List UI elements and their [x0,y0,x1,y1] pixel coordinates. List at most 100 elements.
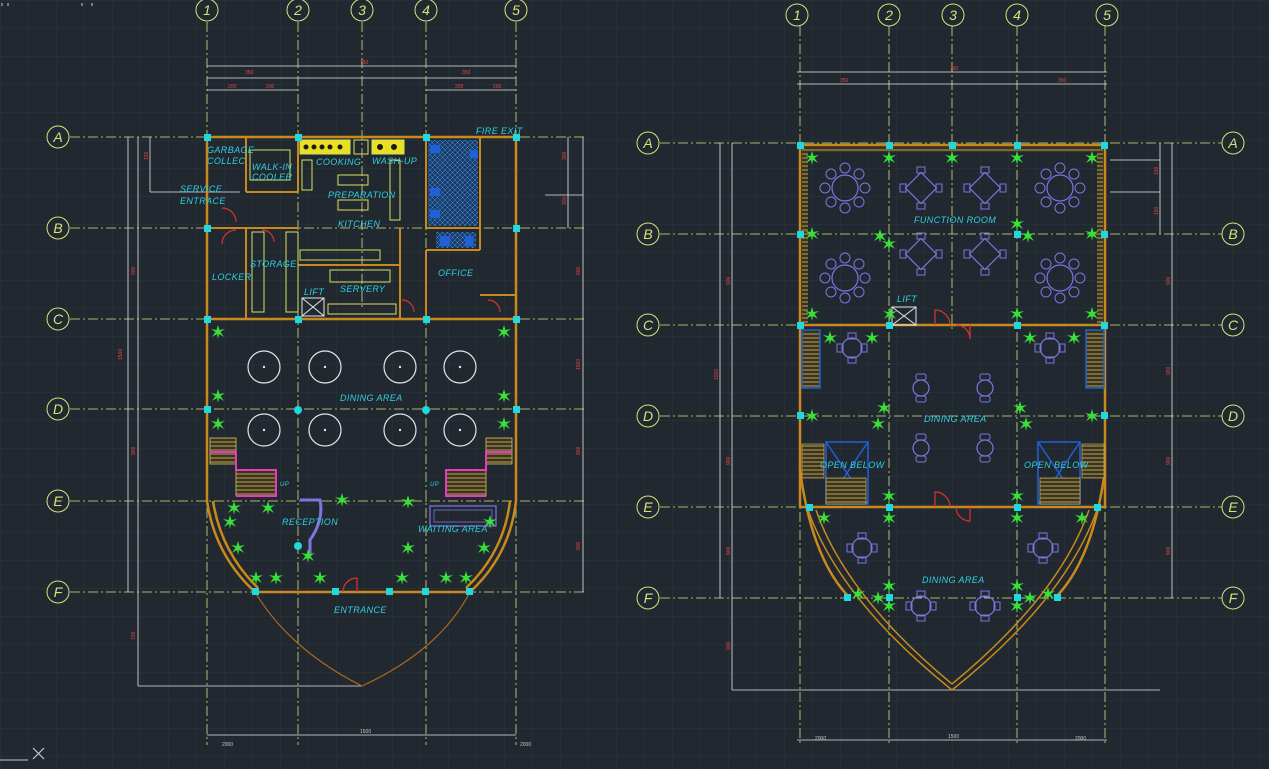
svg-text:900: 900 [576,446,582,455]
reception-desk [300,498,323,556]
svg-text:350: 350 [462,70,471,76]
room-label: OFFICE [438,268,474,278]
stair-label: UP [430,482,439,488]
svg-text:1500: 1500 [576,359,582,370]
column-label: 1 [793,7,801,23]
room-label: SERVERY [340,284,386,294]
svg-text:350: 350 [840,78,849,84]
svg-text:700: 700 [131,631,137,640]
room-label: OPEN BELOW [1024,460,1090,470]
svg-text:750: 750 [950,66,959,72]
column-label: 5 [512,2,520,18]
room-label: WASH-UP [372,156,417,166]
column-label: 3 [949,7,957,23]
svg-text:750: 750 [360,60,369,66]
lift-shaft [301,297,325,317]
row-bubbles: A B C D E F [46,125,70,604]
counters [249,139,405,315]
room-label: FUNCTION ROOM [914,215,996,225]
svg-text:2000: 2000 [520,742,531,748]
row-label: E [643,499,653,515]
row-label: A [52,129,62,145]
svg-text:200: 200 [266,84,275,90]
room-label: KITCHEN [338,219,380,229]
svg-text:150: 150 [144,151,150,160]
room-label: DINING AREA [924,414,987,424]
svg-text:200: 200 [228,84,237,90]
row-label: D [643,408,653,424]
row-label: A [642,135,652,151]
row-label: E [53,493,63,509]
row-label: F [1229,590,1239,606]
stair-label: UP [280,482,289,488]
column-label: 3 [358,2,366,18]
svg-text:200: 200 [493,84,502,90]
room-label: WAITING AREA [418,524,488,534]
svg-text:1500: 1500 [714,369,720,380]
room-label: RECEPTION [282,517,338,527]
ucs-icon [0,747,45,761]
row-label: D [1228,408,1238,424]
structural-columns [204,134,520,595]
svg-text:900: 900 [576,266,582,275]
row-label: D [53,401,63,417]
right-floor-plan: 1 2 3 4 5 A B C D E F A B [636,3,1245,745]
room-label: COLLEC [207,156,246,166]
svg-text:2000: 2000 [222,742,233,748]
svg-text:900: 900 [1166,546,1172,555]
svg-text:1500: 1500 [118,349,124,360]
waiting-sofa [429,505,497,527]
room-label: LIFT [304,287,325,297]
svg-text:900: 900 [576,541,582,550]
column-label: 2 [293,2,302,18]
kitchen-walls [207,137,516,319]
room-label: LOCKER [212,272,252,282]
row-label: A [1227,135,1237,151]
column-bubbles: 1 2 3 4 5 [195,0,528,22]
column-label: 1 [203,2,211,18]
svg-text:200: 200 [455,84,464,90]
svg-text:300: 300 [562,196,568,205]
row-label: B [1228,226,1237,242]
svg-text:1500: 1500 [360,729,371,735]
dimension-lines [127,65,584,736]
room-label: COOLER [252,172,293,182]
column-label: 2 [884,7,893,23]
svg-text:900: 900 [726,641,732,650]
room-label: ENTRANCE [334,605,387,615]
room-label: LIFT [897,294,918,304]
svg-text:300: 300 [562,151,568,160]
row-label: F [54,584,64,600]
doors [221,207,501,593]
left-floor-plan: 1 2 3 4 5 A B C D E F [46,0,585,748]
svg-text:150: 150 [1154,206,1160,215]
svg-text:900: 900 [726,276,732,285]
room-label: WALK-IN [252,162,292,172]
row-label: B [643,226,652,242]
room-label: SERVICE [180,184,223,194]
room-label: GARBAGE [207,145,255,155]
column-label: 5 [1103,7,1111,23]
row-label: B [53,220,62,236]
svg-text:900: 900 [1166,366,1172,375]
column-label: 4 [422,2,430,18]
svg-text:350: 350 [245,70,254,76]
room-label: PREPARATION [328,190,396,200]
room-label: DINING AREA [340,393,403,403]
svg-text:900: 900 [726,456,732,465]
svg-text:2000: 2000 [1075,736,1086,742]
svg-text:900: 900 [726,546,732,555]
viewport-control-label[interactable] [1,3,93,6]
column-label: 4 [1013,7,1021,23]
svg-text:150: 150 [1154,166,1160,175]
svg-text:900: 900 [131,266,137,275]
room-label: ENTRACE [180,196,226,206]
row-label: F [644,590,654,606]
svg-text:350: 350 [1058,78,1067,84]
row-label: C [643,317,654,333]
svg-text:1500: 1500 [948,734,959,740]
room-label: COOKING [316,157,361,167]
row-label: C [53,311,64,327]
svg-text:900: 900 [1166,276,1172,285]
